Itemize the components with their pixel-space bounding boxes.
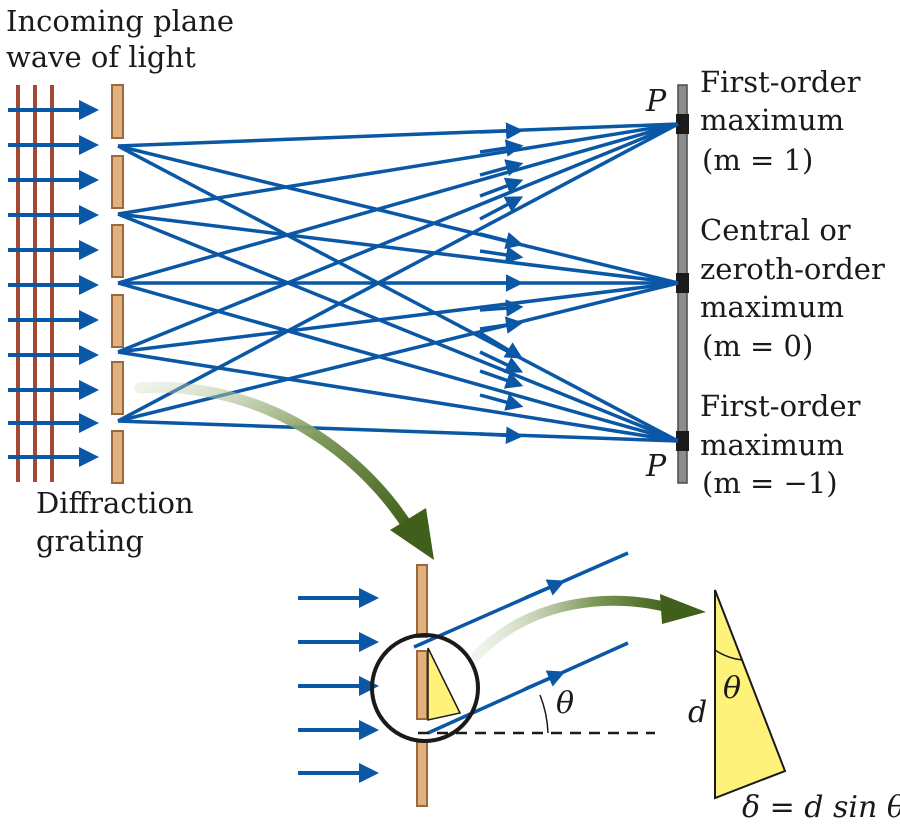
angle-arc	[539, 694, 549, 734]
central-line2: zeroth-order	[700, 252, 885, 286]
first-order-top-line2: maximum	[700, 103, 844, 137]
ray	[117, 281, 679, 443]
ray-arrowhead	[479, 246, 524, 264]
ray	[117, 212, 679, 285]
grating-label-line2: grating	[36, 524, 144, 558]
path-difference-triangle	[714, 589, 787, 800]
theta-triangle-label: θ	[723, 671, 741, 706]
incoming-arrows	[8, 100, 99, 467]
first-order-bottom-line3: (m = −1)	[702, 466, 838, 500]
grating-slat	[111, 361, 124, 415]
ray-arrowhead	[479, 122, 524, 140]
ray-arrowhead	[479, 139, 524, 157]
grating-slat	[111, 155, 124, 209]
central-line1: Central or	[700, 213, 851, 247]
first-order-bottom-line2: maximum	[700, 428, 844, 462]
first-order-top-line1: First-order	[700, 65, 861, 99]
inset-incoming-arrows	[298, 588, 379, 783]
ray	[117, 122, 679, 423]
inset-triangle	[427, 647, 462, 721]
d-label: d	[688, 695, 707, 730]
ray-arrowhead	[479, 393, 524, 411]
ray-arrowhead	[479, 369, 524, 389]
inset-slat	[416, 741, 428, 807]
grating-slat	[111, 84, 124, 139]
ray	[117, 122, 679, 354]
ray	[117, 281, 679, 423]
first-order-top-line3: (m = 1)	[702, 143, 813, 177]
diffracted-rays	[117, 122, 679, 443]
ray	[117, 350, 679, 443]
ray-arrowhead	[479, 299, 524, 317]
ray-arrowhead	[479, 232, 524, 250]
ray	[117, 144, 679, 285]
ray-arrowhead	[479, 316, 524, 334]
zoom-curve-arrow	[134, 381, 434, 560]
grating-label-line1: Diffraction	[36, 486, 194, 520]
triangle-curve-arrow	[471, 594, 706, 661]
inset-ray-upper	[413, 551, 629, 649]
point-p-top: P	[645, 84, 667, 119]
magnifier-circle	[370, 633, 480, 743]
central-line3: maximum	[700, 290, 844, 324]
max-marker-top	[676, 114, 689, 134]
ray	[117, 122, 679, 216]
inset-grating	[416, 564, 428, 807]
ray	[117, 144, 679, 443]
zoom-curve-shaft	[134, 381, 416, 536]
ray	[117, 122, 679, 285]
triangle-angle-arc	[714, 649, 744, 661]
theta-inset-label: θ	[556, 686, 574, 721]
inset-ray-arrowhead	[524, 670, 566, 691]
max-marker-bottom	[676, 431, 689, 451]
first-order-bottom-line1: First-order	[700, 389, 861, 423]
ray-arrowhead	[479, 177, 524, 198]
ray-arrowhead	[479, 331, 524, 359]
incoming-label-line2: wave of light	[6, 40, 196, 74]
ray	[117, 122, 679, 148]
ray-arrowhead	[479, 426, 524, 445]
ray	[117, 212, 679, 443]
inset-slat	[416, 564, 428, 638]
ray-arrowhead	[479, 159, 524, 177]
zoom-curve-head	[390, 508, 434, 560]
inset-ray-arrowhead	[524, 579, 566, 600]
triangle-curve-head	[660, 594, 706, 624]
path-difference-formula: δ = d sin θ	[742, 790, 900, 825]
incoming-label-line1: Incoming plane	[6, 4, 234, 38]
ray	[117, 419, 679, 443]
inset-slat	[416, 650, 428, 720]
triangle-curve-shaft	[471, 595, 675, 661]
ray-arrowhead	[479, 350, 524, 373]
max-marker-central	[676, 273, 689, 293]
ray-arrowhead	[479, 196, 524, 221]
grating-slat	[111, 430, 124, 484]
grating-slat	[111, 224, 124, 278]
grating-slat	[111, 294, 124, 348]
ray	[117, 281, 679, 354]
point-p-bottom: P	[645, 449, 667, 484]
central-line4: (m = 0)	[702, 329, 813, 363]
grating-slats	[111, 84, 124, 484]
ray-arrowheads	[479, 122, 524, 445]
